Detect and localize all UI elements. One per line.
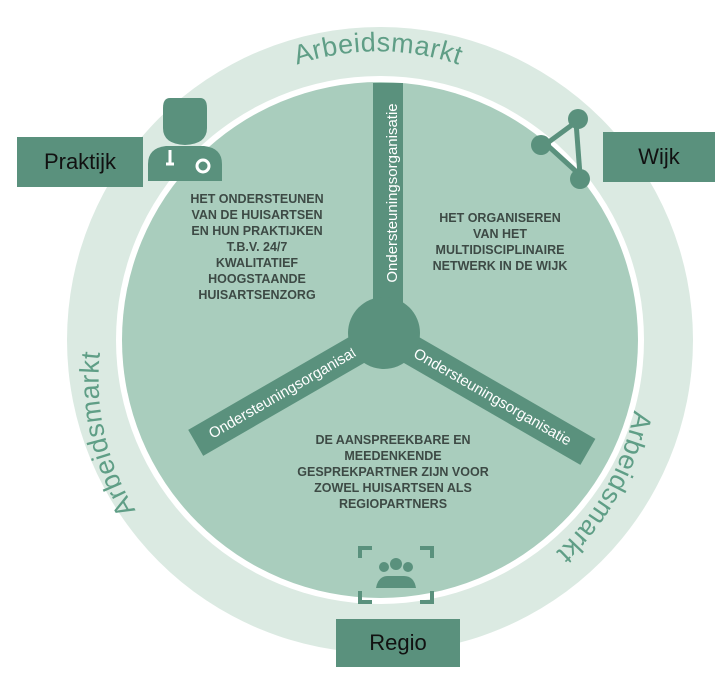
- wijk-box: Wijk: [603, 132, 715, 182]
- regio-label: Regio: [369, 630, 427, 655]
- sector-line: HET ORGANISEREN: [439, 211, 561, 225]
- sector-line: MULTIDISCIPLINAIRE: [436, 243, 565, 257]
- sector-line: NETWERK IN DE WIJK: [433, 259, 568, 273]
- hub: [348, 297, 420, 369]
- sector-text-top-right: HET ORGANISEREN VAN HET MULTIDISCIPLINAI…: [433, 211, 568, 273]
- sector-text-bottom: DE AANSPREEKBARE EN MEEDENKENDE GESPREKP…: [297, 433, 488, 511]
- sector-line: HOOGSTAANDE: [208, 272, 306, 286]
- arm-label: Ondersteuningsorganisatie: [384, 103, 401, 282]
- doctor-icon: [148, 98, 222, 181]
- network-icon: [531, 109, 590, 189]
- sector-line: VAN HET: [473, 227, 527, 241]
- sector-line: T.B.V. 24/7: [227, 240, 288, 254]
- sector-line: KWALITATIEF: [216, 256, 299, 270]
- sector-line: GESPREKPARTNER ZIJN VOOR: [297, 465, 488, 479]
- regio-box: Regio: [336, 619, 460, 667]
- sector-line: MEEDENKENDE: [344, 449, 441, 463]
- wijk-label: Wijk: [638, 144, 680, 169]
- group-focus-icon: [358, 546, 434, 604]
- sector-line: REGIOPARTNERS: [339, 497, 447, 511]
- praktijk-label: Praktijk: [43, 149, 117, 174]
- sector-line: EN HUN PRAKTIJKEN: [191, 224, 322, 238]
- sector-line: HET ONDERSTEUNEN: [190, 192, 323, 206]
- arm-up: Ondersteuningsorganisatie: [373, 83, 403, 303]
- sector-line: HUISARTSENZORG: [198, 288, 315, 302]
- sector-line: DE AANSPREEKBARE EN: [315, 433, 470, 447]
- sector-line: ZOWEL HUISARTSEN ALS: [314, 481, 472, 495]
- praktijk-box: Praktijk: [17, 137, 143, 187]
- sector-text-top-left: HET ONDERSTEUNEN VAN DE HUISARTSEN EN HU…: [190, 192, 323, 302]
- sector-line: VAN DE HUISARTSEN: [191, 208, 322, 222]
